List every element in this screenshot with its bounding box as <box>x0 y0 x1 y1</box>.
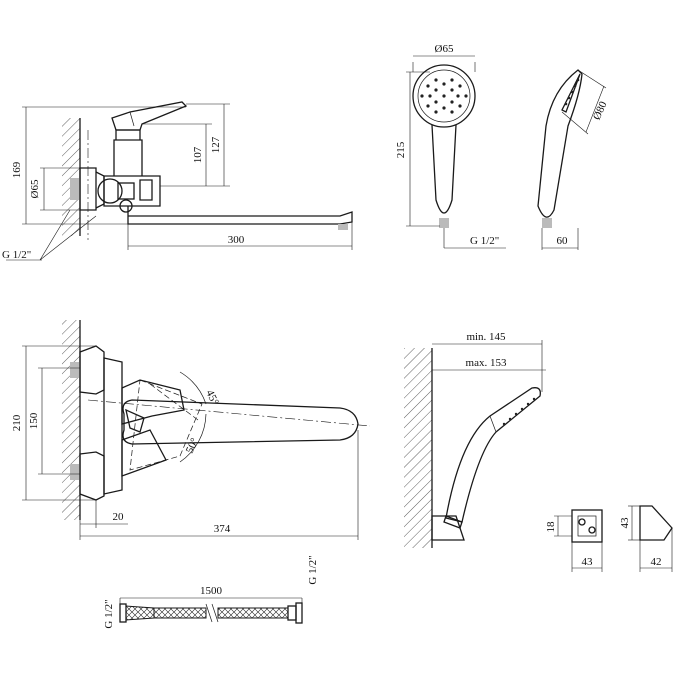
thread-label-shower: G 1/2" <box>470 235 499 247</box>
shower-hose: 1500 G 1/2" G 1/2" <box>103 555 319 628</box>
dim-43-b: 43 <box>619 517 631 529</box>
dim-min145: min. 145 <box>466 331 506 343</box>
holder-nozzles <box>502 397 536 426</box>
dim-210: 210 <box>11 414 23 431</box>
dim-65-body: Ø65 <box>29 179 41 198</box>
thread-label-top: G 1/2" <box>2 249 31 261</box>
dim-150: 150 <box>28 412 40 429</box>
dim-80: Ø80 <box>591 99 610 122</box>
dim-374: 374 <box>214 523 231 535</box>
dim-215: 215 <box>395 141 407 158</box>
side-nozzles <box>564 78 580 106</box>
faucet-top-view: 45° 50° 210 150 20 374 <box>11 320 371 540</box>
dim-max153: max. 153 <box>466 357 507 369</box>
holder-front: 18 43 <box>545 509 603 572</box>
dim-300: 300 <box>228 234 245 246</box>
dim-60: 60 <box>557 235 569 247</box>
shower-on-holder: min. 145 max. 153 <box>404 331 546 548</box>
thread-label-hose-left: G 1/2" <box>103 599 115 628</box>
wall-hatch-2 <box>62 320 80 520</box>
shower-nozzles <box>420 78 468 114</box>
angle-50: 50° <box>184 436 201 455</box>
wall-hatch <box>62 118 80 236</box>
wall-hatch-3 <box>404 348 432 548</box>
dim-43-a: 43 <box>582 556 594 568</box>
dim-1500: 1500 <box>200 585 223 597</box>
dim-127: 127 <box>210 136 222 153</box>
dim-107: 107 <box>192 146 204 163</box>
dim-20: 20 <box>113 511 125 523</box>
dim-18: 18 <box>545 521 557 533</box>
dim-65-head: Ø65 <box>435 43 454 55</box>
dim-42: 42 <box>651 556 662 568</box>
shower-head-front: 215 Ø65 G 1/2" <box>395 43 506 249</box>
holder-side: 43 42 <box>619 505 673 572</box>
dim-169: 169 <box>11 161 23 178</box>
thread-label-hose-right: G 1/2" <box>307 555 319 584</box>
angle-45: 45° <box>203 388 221 407</box>
faucet-side-view: 169 Ø65 127 107 300 G 1/2" <box>2 101 353 261</box>
shower-head-side: Ø80 60 <box>537 69 610 250</box>
